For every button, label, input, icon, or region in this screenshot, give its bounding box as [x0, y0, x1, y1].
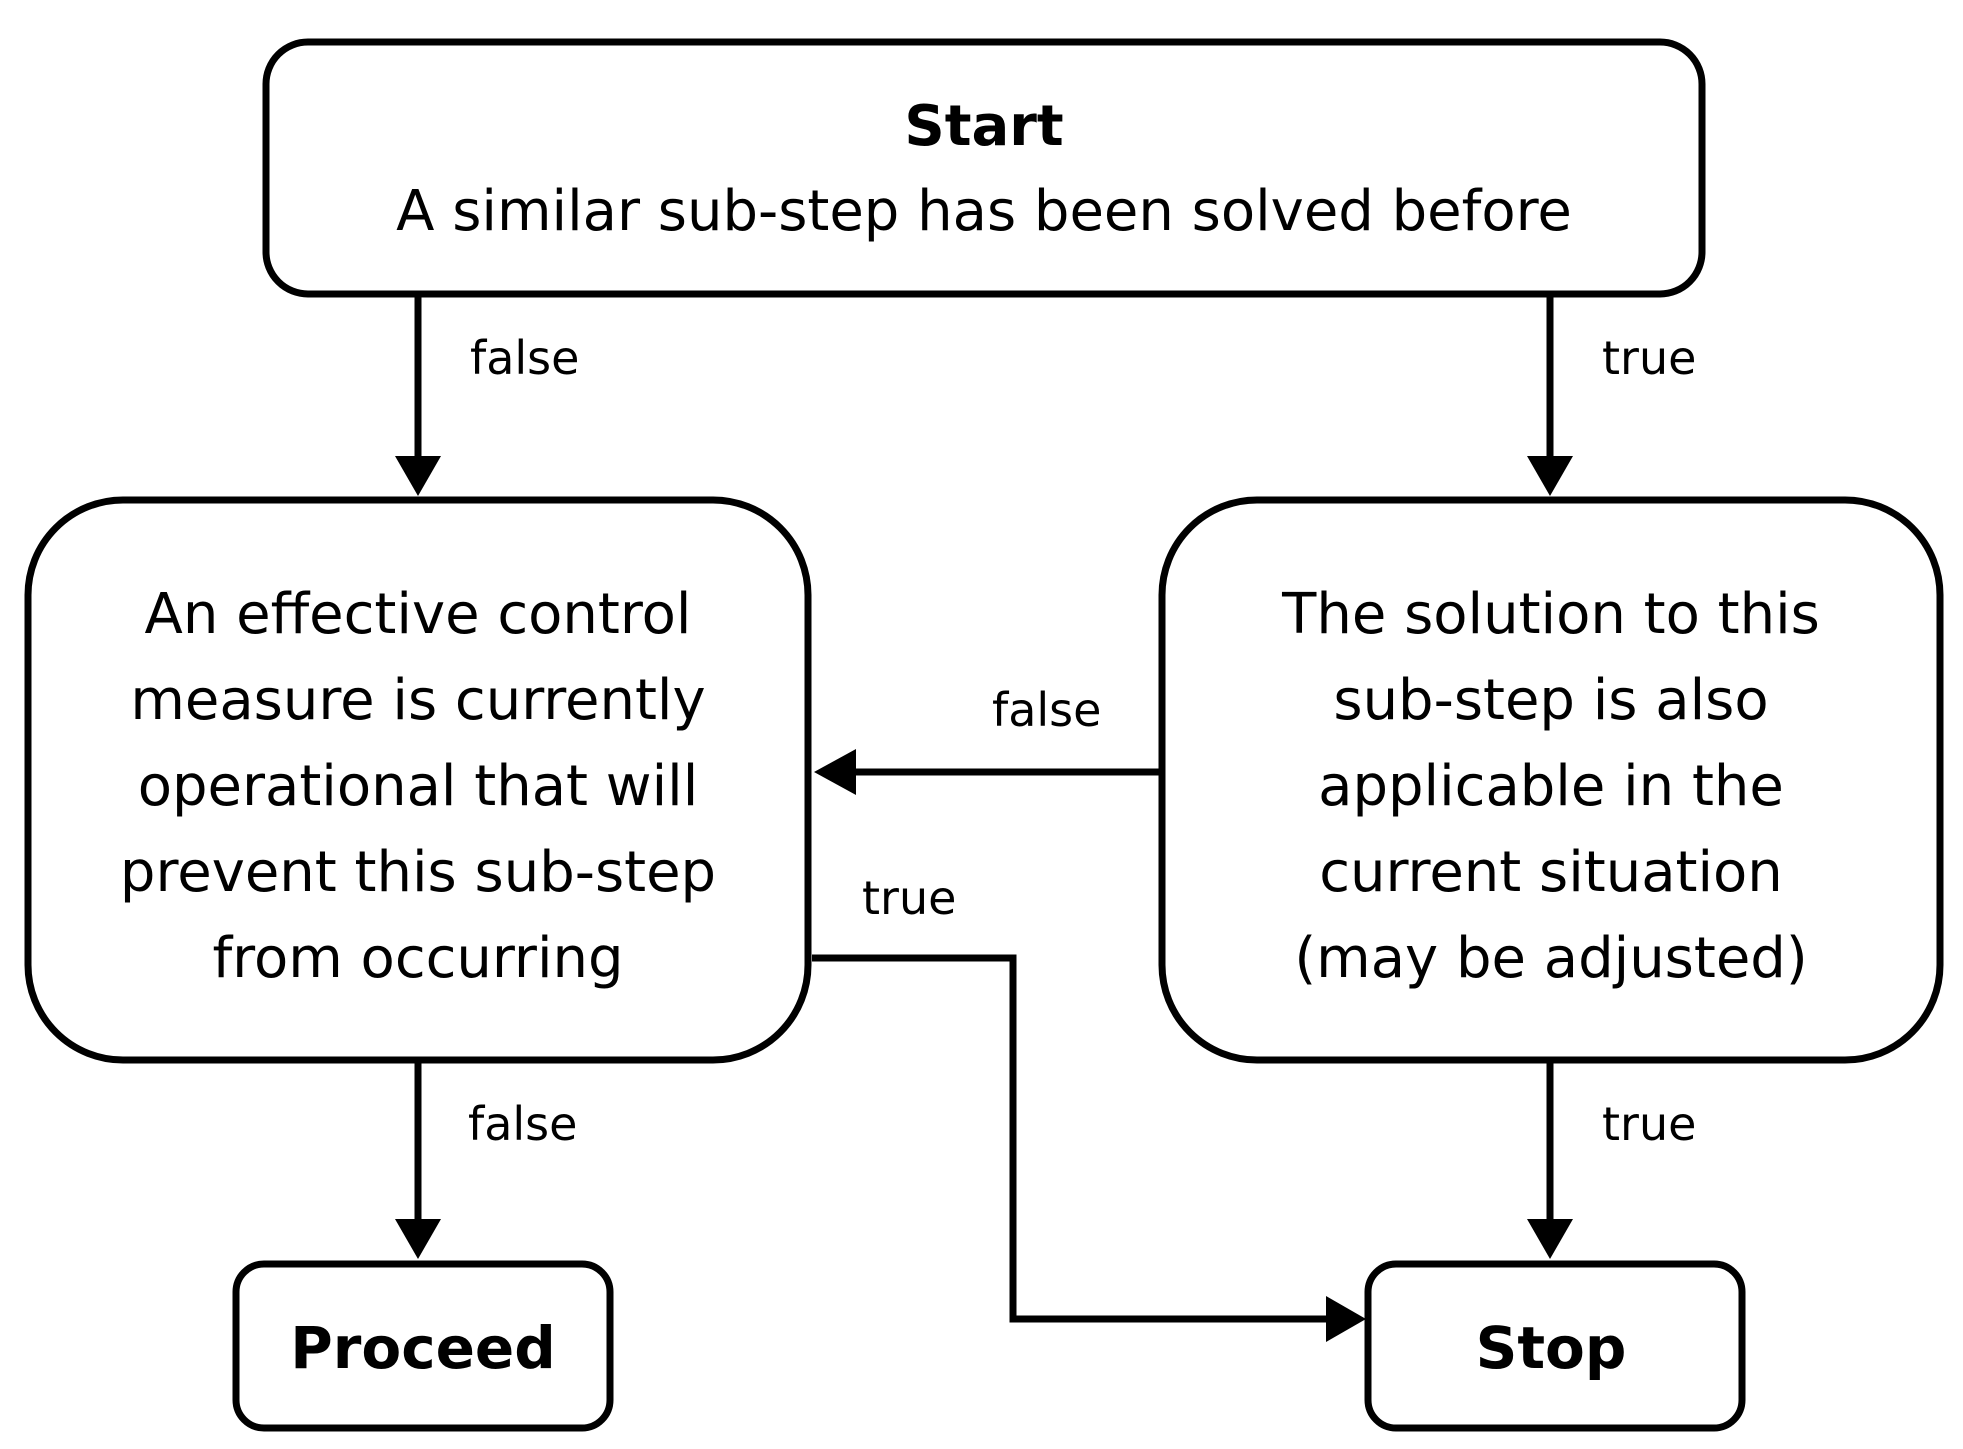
node-proceed: Proceed: [232, 1260, 614, 1432]
node-solution-box: [1158, 496, 1944, 1064]
node-solution-line-2: sub-step is also: [1333, 668, 1768, 733]
node-solution-line-1: The solution to this: [1281, 582, 1820, 647]
edge-label-start-to-control: false: [470, 331, 579, 385]
arrowhead-control-to-proceed: [395, 1219, 441, 1259]
arrowhead-solution-to-stop: [1527, 1219, 1573, 1259]
edge-control-to-stop: [812, 954, 1330, 1323]
edge-label-start-to-solution: true: [1602, 331, 1696, 385]
node-start: Start A similar sub-step has been solved…: [262, 38, 1706, 298]
arrowhead-solution-to-control: [814, 749, 856, 795]
node-solution-line-5: (may be adjusted): [1294, 926, 1807, 991]
node-control-line-3: operational that will: [138, 754, 699, 819]
node-proceed-box: [232, 1260, 614, 1432]
arrowhead-control-to-stop: [1326, 1296, 1366, 1342]
node-control-box: [24, 496, 812, 1064]
node-start-title: Start: [904, 94, 1063, 159]
node-stop-box: [1364, 1260, 1746, 1432]
edge-labels: false true false true false true: [468, 331, 1696, 1151]
node-control-line-5: from occurring: [212, 926, 623, 991]
edges: [395, 296, 1573, 1342]
node-control-line-1: An effective control: [145, 582, 692, 647]
node-start-box: [262, 38, 1706, 298]
node-start-text: A similar sub-step has been solved befor…: [396, 179, 1572, 244]
node-solution: The solution to this sub-step is also ap…: [1158, 496, 1944, 1064]
node-solution-line-4: current situation: [1319, 840, 1783, 905]
edge-label-solution-to-stop: true: [1602, 1097, 1696, 1151]
node-stop-label: Stop: [1476, 1314, 1627, 1382]
node-solution-line-3: applicable in the: [1318, 754, 1784, 819]
edge-label-solution-to-control: false: [992, 683, 1101, 737]
arrowhead-start-to-control: [395, 456, 441, 496]
edge-label-control-to-stop: true: [862, 871, 956, 925]
node-control-line-2: measure is currently: [130, 668, 705, 733]
edge-label-control-to-proceed: false: [468, 1097, 577, 1151]
node-stop: Stop: [1364, 1260, 1746, 1432]
node-control-line-4: prevent this sub-step: [120, 840, 716, 905]
arrowhead-start-to-solution: [1527, 456, 1573, 496]
node-control: An effective control measure is currentl…: [24, 496, 812, 1064]
node-proceed-label: Proceed: [290, 1314, 556, 1382]
